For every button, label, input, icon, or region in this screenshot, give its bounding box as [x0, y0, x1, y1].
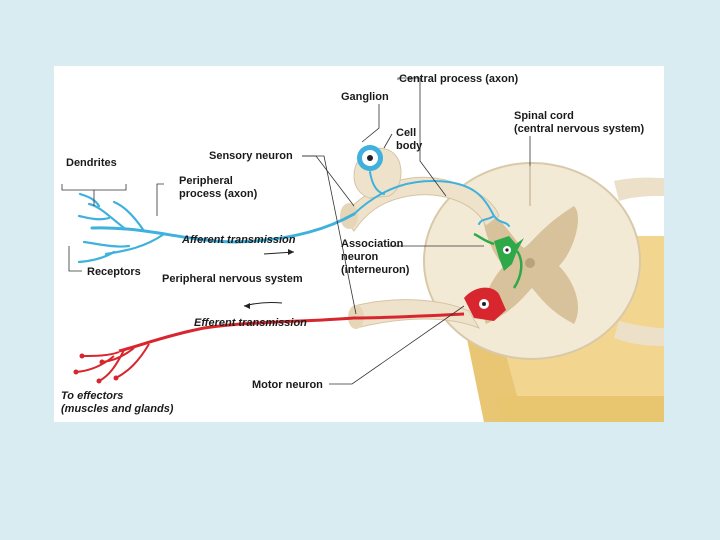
label-interneuron: (interneuron)	[341, 264, 410, 276]
leader-lines	[61, 77, 531, 385]
label-muscles-glands: (muscles and glands)	[61, 403, 174, 415]
label-ganglion: Ganglion	[341, 91, 389, 103]
label-peripheral: Peripheral	[179, 175, 233, 187]
label-to-effectors: To effectors	[61, 390, 123, 402]
label-motor-neuron: Motor neuron	[252, 379, 323, 391]
sensory-neuron	[77, 171, 510, 264]
label-receptors: Receptors	[87, 266, 141, 278]
afferent-arrow	[263, 249, 295, 255]
label-peripheral-nervous-system: Peripheral nervous system	[162, 273, 303, 285]
association-neuron	[473, 232, 524, 289]
label-sensory-neuron: Sensory neuron	[209, 150, 293, 162]
label-spinal-cord-cns: (central nervous system)	[514, 123, 645, 135]
label-cell: Cell	[396, 127, 416, 139]
label-peripheral-process: process (axon)	[179, 188, 258, 200]
label-association: Association	[341, 238, 404, 250]
label-central-process: Central process (axon)	[399, 73, 519, 85]
reflex-arc-diagram: Central process (axon) Ganglion Spinal c…	[61, 73, 664, 422]
label-dendrites: Dendrites	[66, 157, 117, 169]
label-cell-body: body	[396, 140, 423, 152]
sensory-cell-body	[357, 145, 383, 171]
efferent-arrow	[243, 301, 283, 309]
label-spinal-cord: Spinal cord	[514, 110, 574, 122]
label-efferent: Efferent transmission	[194, 317, 307, 329]
label-association-neuron: neuron	[341, 251, 379, 263]
ventral-root-nerve	[348, 299, 481, 330]
right-nerve-stubs	[614, 177, 664, 346]
label-afferent: Afferent transmission	[181, 234, 296, 246]
figure-panel: Central process (axon) Ganglion Spinal c…	[54, 66, 664, 422]
motor-neuron	[73, 287, 506, 384]
